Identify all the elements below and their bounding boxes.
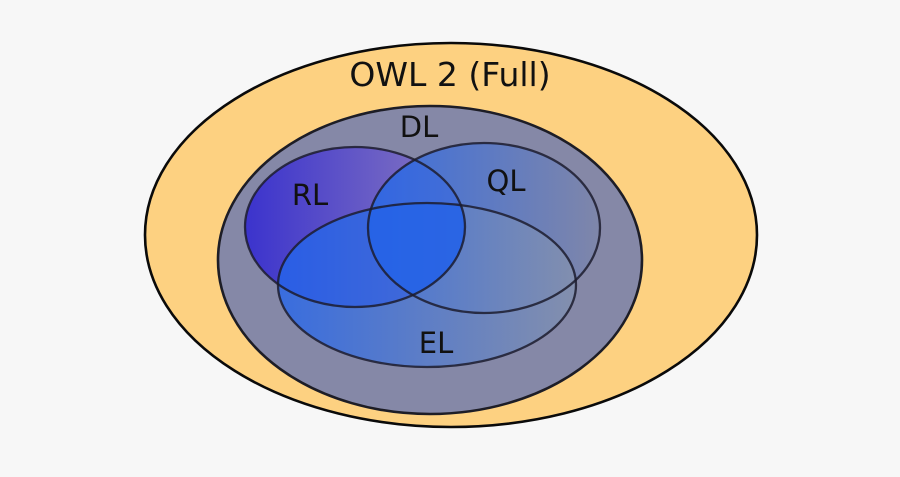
el-label: EL — [419, 326, 453, 360]
ql-outline — [366, 141, 602, 315]
rl-label: RL — [292, 178, 328, 212]
owl2-full-label: OWL 2 (Full) — [349, 55, 550, 94]
triple-overlap-fill — [368, 203, 465, 307]
ql-label: QL — [487, 164, 526, 198]
dl-label: DL — [400, 110, 439, 144]
el-outline — [276, 201, 578, 369]
triple-overlap-region — [368, 203, 465, 307]
rl-outline — [243, 145, 467, 309]
